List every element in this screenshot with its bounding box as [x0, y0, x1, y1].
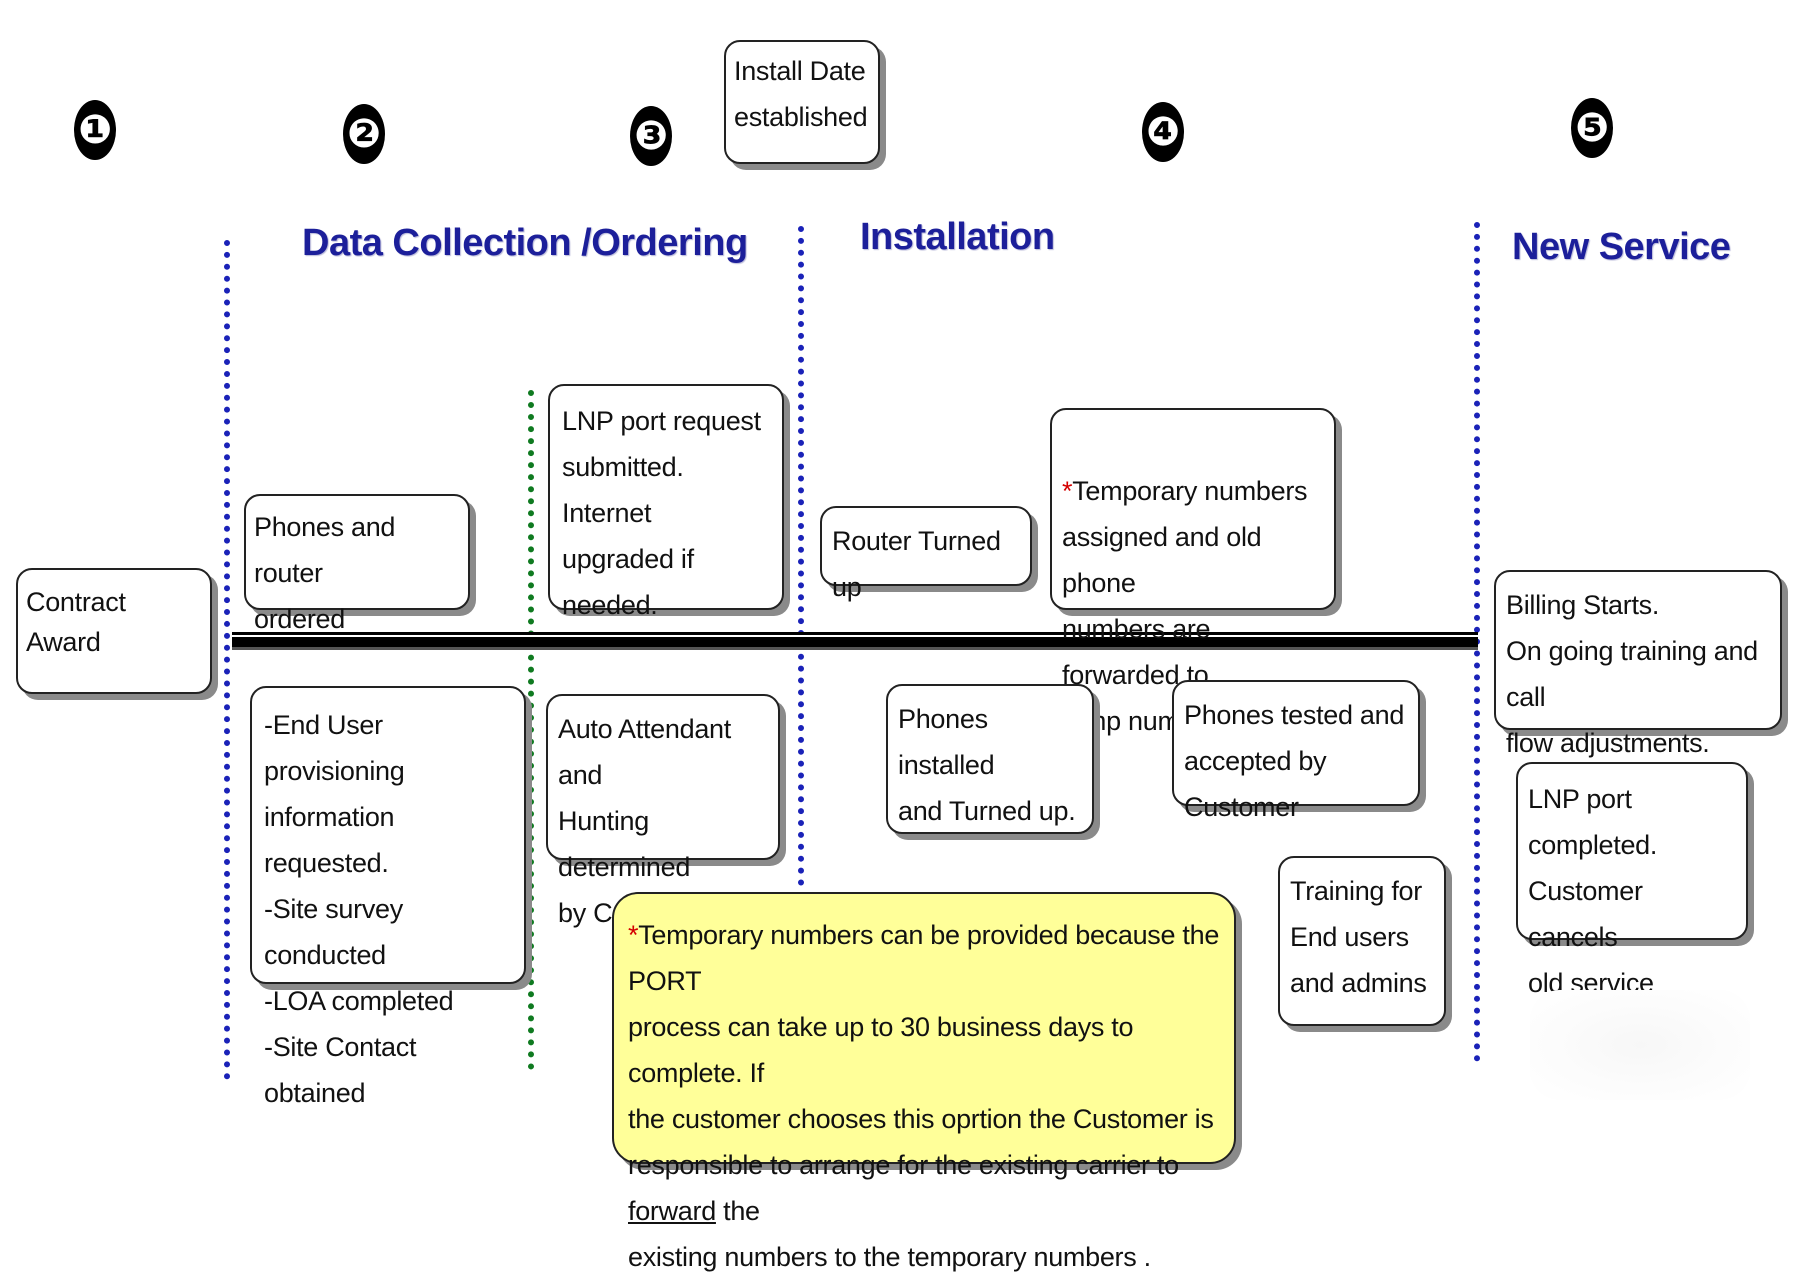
stage-5-marker: ❺	[1571, 98, 1613, 158]
lnp-port-completed-box: LNP port completed. Customer cancels old…	[1516, 762, 1748, 998]
phones-tested-box: Phones tested and accepted by Customer	[1172, 680, 1420, 822]
note-asterisk: *	[628, 920, 639, 950]
timeline-bar	[232, 635, 1478, 647]
stage-3-marker: ❸	[630, 106, 672, 166]
phones-installed-box: Phones installed and Turned up.	[886, 684, 1094, 834]
phase-title-data-collection: Data Collection /Ordering	[302, 222, 748, 264]
temporary-numbers-note: *Temporary numbers can be provided becau…	[612, 892, 1236, 1272]
end-user-provisioning-box: -End User provisioning information reque…	[250, 686, 526, 1108]
phones-router-ordered-box: Phones and router ordered	[244, 494, 470, 634]
stage-1-marker: ❶	[74, 100, 116, 160]
auto-attendant-box: Auto Attendant and Hunting determined by…	[546, 694, 780, 928]
temporary-numbers-box: *Temporary numbers assigned and old phon…	[1050, 408, 1336, 736]
note-text-forward: forward	[628, 1196, 716, 1226]
temporary-numbers-asterisk: *	[1062, 476, 1073, 506]
phase-title-new-service: New Service	[1512, 226, 1731, 268]
note-text-part-1: Temporary numbers can be provided becaus…	[628, 920, 1220, 1180]
install-date-box: Install Date established	[724, 40, 880, 164]
training-box: Training for End users and admins	[1278, 856, 1446, 1026]
phase-title-installation: Installation	[860, 216, 1055, 258]
divider-start-data-collection	[224, 240, 230, 1080]
contract-award-box: Contract Award	[16, 568, 212, 694]
stage-2-marker: ❷	[343, 104, 385, 164]
router-turned-up-box: Router Turned up	[820, 506, 1032, 602]
lnp-port-request-box: LNP port request submitted. Internet upg…	[548, 384, 784, 620]
stage-4-marker: ❹	[1142, 102, 1184, 162]
billing-starts-box: Billing Starts. On going training and ca…	[1494, 570, 1782, 758]
divider-start-installation	[798, 226, 804, 886]
faded-background-patch	[1530, 990, 1750, 1100]
divider-install-date	[528, 390, 534, 1070]
